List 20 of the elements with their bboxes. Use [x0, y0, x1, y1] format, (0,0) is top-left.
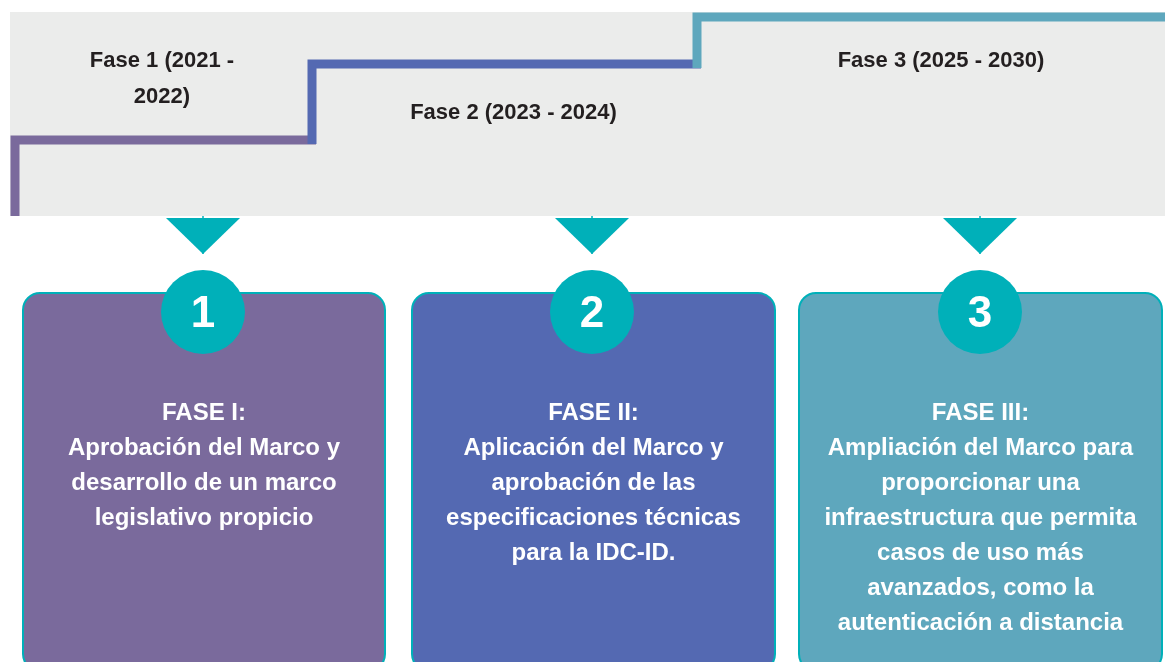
phase-description: Aplicación del Marco y aprobación de las especificaciones técnicas para la IDC-ID. [445, 432, 742, 567]
phase-card [22, 292, 386, 662]
phase-description: Aprobación del Marco y desarrollo de un marco legislativo propicio [66, 432, 342, 532]
phase-band-panel [10, 12, 314, 216]
phase-band-panel [699, 12, 1165, 216]
phase-card [411, 292, 776, 662]
phase-label: Fase 1 (2021 - 2022) [88, 46, 236, 110]
number-circle: 3 [938, 270, 1022, 354]
phase-label: Fase 3 (2025 - 2030) [836, 46, 1046, 74]
arrow [943, 215, 1017, 255]
arrow [555, 215, 629, 255]
phase-heading: FASE III: [931, 397, 1030, 427]
phase-heading: FASE I: [162, 397, 246, 427]
phase-heading: FASE II: [548, 397, 639, 427]
number-circle: 1 [161, 270, 245, 354]
phase-card [798, 292, 1163, 662]
number-circle: 2 [550, 270, 634, 354]
arrow [166, 215, 240, 255]
phase-label: Fase 2 (2023 - 2024) [409, 98, 618, 126]
phase-description: Ampliación del Marco para proporcionar una infraestructura que permita casos de uso más avanzados, como la autenticación a distancia [823, 432, 1138, 637]
